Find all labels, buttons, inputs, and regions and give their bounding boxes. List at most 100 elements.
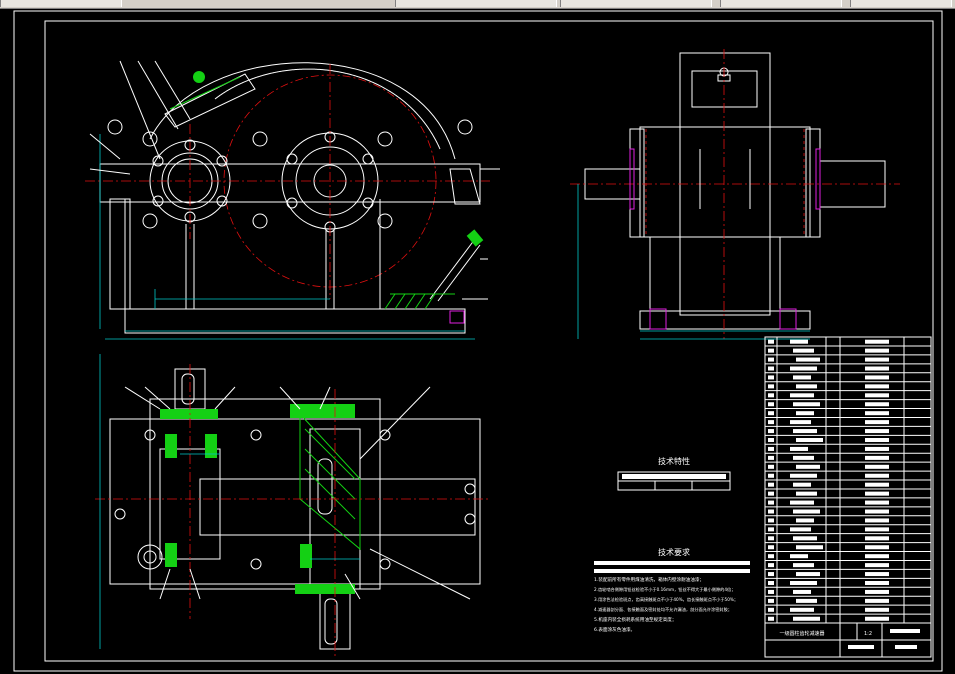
title-block-scale: 1:2	[864, 631, 872, 637]
parts-list-index-mark	[768, 357, 774, 362]
parts-list-material-mark	[865, 402, 889, 407]
parts-list-code-mark	[796, 545, 823, 550]
parts-list-code-mark	[796, 598, 817, 603]
parts-list-index-mark	[768, 411, 774, 416]
parts-list-code-mark	[793, 536, 817, 541]
parts-list-code-mark	[790, 580, 817, 586]
parts-list-index-mark	[768, 554, 774, 559]
parts-list-material-mark	[865, 589, 889, 594]
title-block-name: 一级圆柱齿轮减速器	[779, 630, 824, 637]
front-view	[85, 60, 500, 340]
parts-list-code-mark	[790, 554, 808, 559]
top-view	[95, 354, 490, 659]
parts-list-code-mark	[793, 482, 811, 487]
parts-list-material-mark	[865, 545, 889, 550]
parts-list-material-mark	[865, 420, 889, 425]
outer-frame	[13, 10, 943, 672]
parts-list-index-mark	[768, 393, 774, 398]
inner-frame	[44, 20, 934, 662]
parts-list-code-mark	[790, 420, 811, 425]
cad-drawing-canvas[interactable]: 技术特性 技术要求 1.装配前所有零件用煤油清洗，箱体内壁涂耐油油漆； 2.齿轮…	[0, 9, 955, 674]
parts-list-index-mark	[768, 527, 774, 532]
parts-list-index-mark	[768, 384, 774, 389]
parts-list-code-mark	[793, 429, 817, 434]
parts-list-index-mark	[768, 500, 774, 505]
parts-list-index-mark	[768, 536, 774, 541]
parts-list-code-mark	[796, 518, 814, 523]
parts-list-code-mark	[796, 384, 817, 389]
parts-list-material-mark	[865, 607, 889, 612]
parts-list-code-mark	[790, 527, 811, 532]
parts-list-index-mark	[768, 375, 774, 380]
parts-list-code-mark	[793, 509, 820, 514]
parts-list	[764, 336, 932, 658]
parts-list-material-mark	[865, 536, 889, 541]
tech-char-title: 技术特性	[658, 456, 690, 466]
parts-list-material-mark	[865, 375, 889, 380]
parts-list-code-mark	[790, 339, 808, 344]
parts-list-material-mark	[865, 464, 889, 469]
parts-list-index-mark	[768, 455, 774, 460]
parts-list-code-mark	[796, 572, 820, 577]
parts-list-index-mark	[768, 339, 774, 344]
parts-list-material-mark	[865, 411, 889, 416]
parts-list-code-mark	[790, 473, 817, 478]
parts-list-material-mark	[865, 437, 889, 443]
parts-list-material-mark	[865, 598, 889, 603]
parts-list-index-mark	[768, 366, 774, 371]
tech-req-line: 6.表面涂灰色油漆。	[594, 626, 635, 633]
parts-list-code-mark	[790, 500, 814, 505]
parts-list-index-mark	[768, 446, 774, 451]
parts-list-material-mark	[865, 348, 889, 353]
parts-list-material-mark	[865, 393, 889, 398]
parts-list-material-mark	[865, 429, 889, 434]
cad-toolbar-strip	[0, 0, 955, 9]
parts-list-code-mark	[796, 411, 814, 416]
parts-list-material-mark	[865, 509, 889, 514]
parts-list-index-mark	[768, 545, 774, 550]
parts-list-index-mark	[768, 420, 774, 425]
title-block: 一级圆柱齿轮减速器 1:2	[765, 622, 931, 657]
parts-list-code-mark	[793, 375, 811, 380]
parts-list-index-mark	[768, 491, 774, 496]
toolbar-segment[interactable]	[560, 0, 712, 7]
parts-list-code-mark	[796, 464, 820, 469]
tech-req-line: 3.用涂色法检验斑点，齿高接触斑点不小于40%，齿长接触斑点不小于50%；	[594, 596, 738, 603]
tech-req-line: 1.装配前所有零件用煤油清洗，箱体内壁涂耐油油漆；	[594, 576, 704, 583]
parts-list-material-mark	[865, 518, 889, 523]
parts-list-code-mark	[796, 491, 817, 496]
toolbar-segment[interactable]	[395, 0, 557, 7]
parts-list-index-mark	[768, 572, 774, 577]
parts-list-material-mark	[865, 366, 889, 371]
parts-list-index-mark	[768, 589, 774, 594]
parts-list-material-mark	[865, 554, 889, 559]
parts-list-index-mark	[768, 437, 774, 443]
parts-list-material-mark	[865, 482, 889, 487]
parts-list-code-mark	[793, 348, 814, 353]
tech-req-line: 4.减速器剖分面、各接触面及密封处均不允许漏油，剖分面允许涂密封胶；	[594, 606, 732, 613]
parts-list-index-mark	[768, 580, 774, 586]
toolbar-segment[interactable]	[720, 0, 842, 7]
parts-list-material-mark	[865, 616, 889, 621]
parts-list-material-mark	[865, 455, 889, 460]
parts-list-index-mark	[768, 402, 774, 407]
parts-list-index-mark	[768, 464, 774, 469]
parts-list-material-mark	[865, 446, 889, 451]
parts-list-material-mark	[865, 563, 889, 568]
parts-list-index-mark	[768, 509, 774, 514]
parts-list-index-mark	[768, 598, 774, 603]
parts-list-index-mark	[768, 429, 774, 434]
parts-list-code-mark	[790, 366, 817, 371]
toolbar-segment[interactable]	[850, 0, 952, 7]
tech-req-line: 2.齿轮啮合侧隙用铅丝检验不小于0.16mm，铅丝不得大于最小侧隙的4倍；	[594, 586, 735, 593]
parts-list-index-mark	[768, 482, 774, 487]
parts-list-code-mark	[793, 563, 814, 568]
tech-requirements: 技术要求 1.装配前所有零件用煤油清洗，箱体内壁涂耐油油漆； 2.齿轮啮合侧隙用…	[594, 547, 750, 633]
tech-req-line: 5.机座内装全损耗系统用油至规定高度；	[594, 616, 676, 623]
parts-list-code-mark	[790, 446, 808, 451]
parts-list-index-mark	[768, 607, 774, 612]
toolbar-segment[interactable]	[0, 0, 122, 7]
parts-list-material-mark	[865, 357, 889, 362]
parts-list-material-mark	[865, 473, 889, 478]
parts-list-material-mark	[865, 491, 889, 496]
